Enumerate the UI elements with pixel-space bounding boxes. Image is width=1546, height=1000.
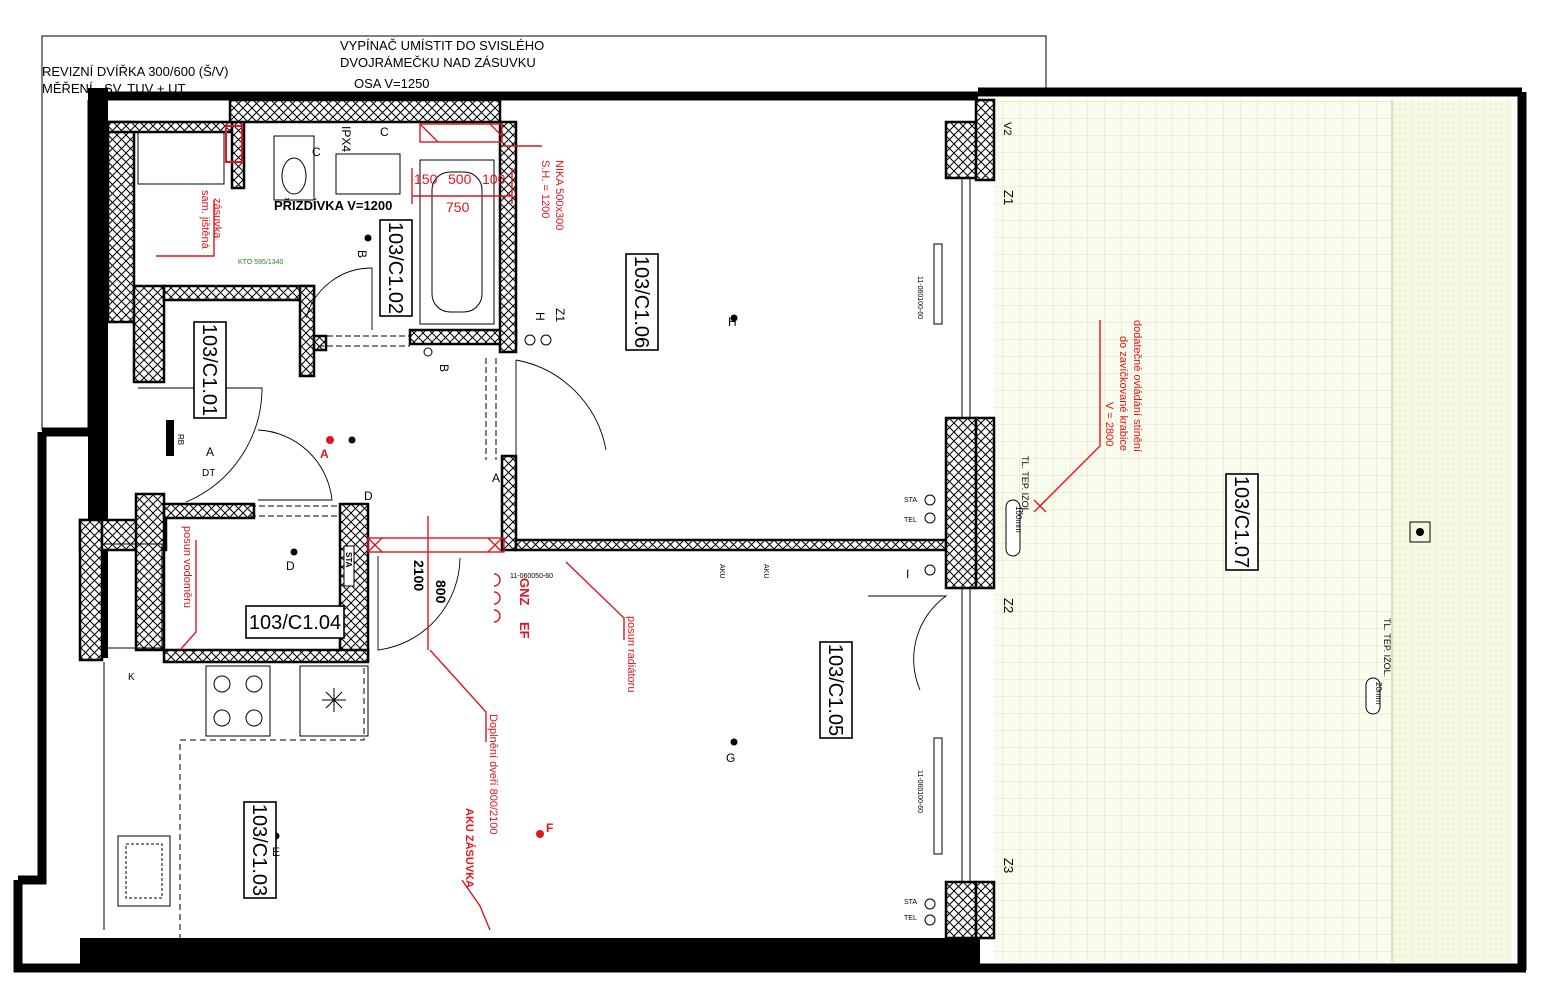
note-pridizdka: PŘIZDÍVKA V=1200 (274, 198, 392, 213)
switch-b-1: B (355, 250, 369, 258)
room-c102-text: 103/C1.02 (384, 222, 406, 314)
note-kto: KTO 595/1340 (238, 259, 284, 266)
switch-d-2: D (286, 559, 295, 573)
switch-c-2: C (312, 145, 321, 159)
switch-a-red: A (320, 447, 329, 461)
switch-i: I (906, 567, 909, 581)
switch-d-1: D (364, 489, 373, 503)
switch-k: K (128, 672, 135, 683)
switch-h-1: H (728, 315, 737, 329)
room-label-c105: 103/C1.05 (819, 641, 853, 739)
terrace-tiles (994, 100, 1392, 962)
note-zasuvka-1: zásuvka (211, 198, 223, 239)
note-nika-1: NIKA 500x300 (553, 160, 565, 230)
insulation-tag-1: TL. TEP. IZOL. 100mm (1005, 456, 1030, 557)
switch-a-black: A (206, 445, 214, 459)
note-gnz: GNZ (517, 578, 532, 606)
door-swings (138, 267, 948, 691)
dim-150: 150 (414, 171, 438, 187)
note-revizni-2: MĚŘENÍ - SV, TUV + UT (42, 81, 185, 96)
window-frames (933, 178, 971, 882)
window-z3: Z3 (1001, 858, 1016, 873)
insulation-tag-1-value: 100mm (1014, 506, 1023, 533)
switch-e: E (272, 845, 280, 859)
room-c104-text: 103/C1.04 (249, 612, 341, 634)
switch-a-door: A (492, 471, 500, 485)
room-label-c102: 103/C1.02 (379, 219, 413, 317)
room-label-c107: 103/C1.07 (1225, 473, 1259, 571)
socket-tel-1: TEL (904, 517, 917, 524)
note-aku-zasuvka: AKU ZÁSUVKA (463, 808, 476, 888)
note-stineni-1: dodatečné ovládání stínění (1131, 320, 1143, 452)
note-vypinac-2: DVOJRÁMEČKU NAD ZÁSUVKU (340, 55, 536, 70)
socket-aku-1: AKU (718, 564, 725, 578)
dim-800: 800 (433, 580, 449, 604)
dim-2100: 2100 (411, 560, 427, 591)
note-zasuvka-2: sam. jištěná (199, 190, 211, 250)
reference-outline (41, 35, 1047, 430)
dim-100: 100 (482, 171, 506, 187)
window-z1: Z1 (1001, 190, 1016, 205)
insulation-tag-2-value: 20mm (1374, 682, 1383, 705)
switch-rb: RB (176, 434, 185, 445)
note-radiator-code-3: 11-060100-60 (916, 770, 923, 813)
dim-500: 500 (448, 171, 472, 187)
terrace-planter (1392, 100, 1512, 962)
insulation-tag-2: TL. TEP. IZOL. 20mm (1365, 618, 1392, 715)
note-doplneni-dveri: Doplnění dveří 800/2100 (487, 714, 499, 834)
room-c101-text: 103/C1.01 (198, 324, 220, 416)
room-c106-text: 103/C1.06 (630, 256, 652, 348)
electrical-symbols (166, 234, 1431, 926)
note-vypinac-1: VYPÍNAČ UMÍSTIT DO SVISLÉHO (340, 38, 544, 53)
kitchen-counter-dashed (179, 666, 365, 940)
switch-f: F (546, 821, 553, 835)
note-posun-vodomeru: posun vodoměru (181, 526, 193, 608)
room-label-c103: 103/C1.03 (243, 801, 277, 899)
room-c105-text: 103/C1.05 (824, 644, 846, 736)
note-revizni-1: REVIZNÍ DVÍŘKA 300/600 (Š/V) (42, 64, 228, 79)
socket-sta-1: STA (904, 497, 917, 504)
room-c107-text: 103/C1.07 (1230, 476, 1252, 568)
note-ef: EF (517, 622, 532, 639)
note-ipx4: IPX4 (339, 126, 353, 152)
socket-aku-2: AKU (762, 564, 769, 578)
insulation-tag-2-text: TL. TEP. IZOL. (1382, 618, 1392, 677)
switch-g: G (726, 751, 735, 765)
note-posun-radiatoru: posun radiátoru (625, 616, 637, 692)
room-c103-text: 103/C1.03 (248, 804, 270, 896)
socket-tel-2: TEL (904, 915, 917, 922)
insulation-tag-1-text: TL. TEP. IZOL. (1020, 456, 1030, 515)
switch-dt: DT (202, 468, 215, 479)
note-radiator-code-1: 11-060050-60 (510, 573, 553, 580)
switch-c-1: C (380, 125, 389, 139)
socket-sta-2: STA (904, 899, 917, 906)
red-markup (156, 123, 1101, 931)
room-label-c106: 103/C1.06 (625, 253, 659, 351)
switch-sta-label: STA (344, 552, 353, 568)
window-z1-inner: Z1 (553, 308, 567, 322)
switch-b-2: B (437, 364, 451, 372)
note-radiator-code-2: 11-060100-60 (916, 276, 923, 319)
dim-750: 750 (446, 199, 470, 215)
note-vypinac-3: OSA V=1250 (354, 76, 430, 91)
bathroom-fixtures (101, 131, 495, 907)
switch-h-2: H (533, 312, 547, 321)
note-stineni-3: V = 2800 (1103, 402, 1115, 446)
left-outer-thin (18, 432, 47, 885)
note-stineni-2: do zavíčkované krabice (1117, 336, 1129, 451)
window-z2: Z2 (1001, 598, 1016, 613)
window-v2: V2 (1001, 122, 1013, 135)
room-label-c101: 103/C1.01 (193, 321, 227, 419)
note-nika-2: S.H. = 1200 (539, 160, 551, 218)
room-label-c104: 103/C1.04 (245, 605, 345, 639)
